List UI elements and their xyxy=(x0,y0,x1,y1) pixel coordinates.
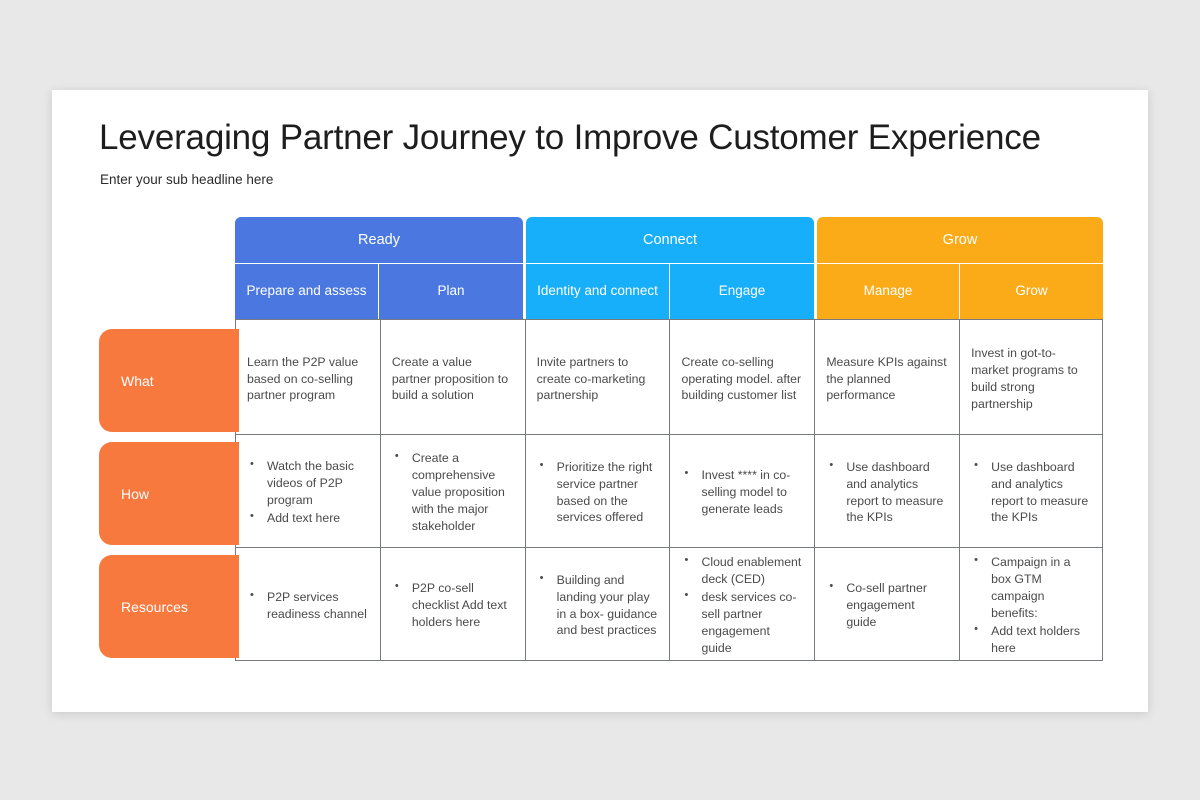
partner-journey-matrix: Ready Connect Grow Prepare and assess Pl… xyxy=(235,217,1103,667)
cell-bullet-item: Prioritize the right service partner bas… xyxy=(537,458,659,527)
page-subtitle: Enter your sub headline here xyxy=(100,172,274,187)
phase-header-grow[interactable]: Grow xyxy=(817,217,1103,263)
cell-paragraph: Invite partners to create co-marketing p… xyxy=(536,354,646,403)
stage-header-grow[interactable]: Grow xyxy=(960,263,1103,319)
cell-paragraph: Measure KPIs against the planned perform… xyxy=(826,354,947,403)
row-label-what-text: What xyxy=(121,372,154,389)
cell-content: Invite partners to create co-marketing p… xyxy=(537,334,659,424)
cell-content: Use dashboard and analytics report to me… xyxy=(971,449,1091,537)
matrix-body: Learn the P2P value based on co-selling … xyxy=(235,319,1103,661)
cell-bullet-list: Building and landing your play in a box-… xyxy=(537,571,659,641)
matrix-cell-how-plan[interactable]: Create a comprehensive value proposition… xyxy=(380,435,526,548)
matrix-cell-resources-identity-and-connect[interactable]: Building and landing your play in a box-… xyxy=(525,548,671,661)
cell-bullet-list: P2P services readiness channel xyxy=(247,588,369,624)
cell-content: Create a value partner proposition to bu… xyxy=(392,334,514,424)
matrix-cell-resources-prepare-and-assess[interactable]: P2P services readiness channel xyxy=(236,548,381,661)
cell-bullet-list: Cloud enablement deck (CED)desk services… xyxy=(681,553,803,658)
cell-paragraph: Create a value partner proposition to bu… xyxy=(391,354,509,403)
matrix-cell-how-engage[interactable]: Invest **** in co-selling model to gener… xyxy=(670,435,816,548)
cell-paragraph: Learn the P2P value based on co-selling … xyxy=(247,354,359,403)
row-label-resources-text: Resources xyxy=(121,598,188,615)
matrix-row-resources: P2P services readiness channel P2P co-sel… xyxy=(236,548,1103,661)
matrix-cell-what-identity-and-connect[interactable]: Invite partners to create co-marketing p… xyxy=(525,320,671,435)
stage-header-row: Prepare and assess Plan Identity and con… xyxy=(235,263,1103,319)
page-title: Leveraging Partner Journey to Improve Cu… xyxy=(99,118,1041,157)
matrix-cell-resources-manage[interactable]: Co-sell partner engagement guide xyxy=(815,548,961,661)
slide-card: Leveraging Partner Journey to Improve Cu… xyxy=(52,90,1148,712)
cell-content: Prioritize the right service partner bas… xyxy=(537,449,659,537)
cell-bullet-list: Create a comprehensive value proposition… xyxy=(392,449,514,536)
matrix-cell-what-grow[interactable]: Invest in got-to-market programs to buil… xyxy=(960,320,1103,435)
cell-content: Measure KPIs against the planned perform… xyxy=(826,334,948,424)
matrix-cell-what-engage[interactable]: Create co-selling operating model. after… xyxy=(670,320,816,435)
cell-bullet-item: Create a comprehensive value proposition… xyxy=(392,449,514,535)
cell-bullet-list: Use dashboard and analytics report to me… xyxy=(826,458,948,528)
matrix-row-how: Watch the basic videos of P2P programAdd… xyxy=(236,435,1103,548)
cell-content: Cloud enablement deck (CED)desk services… xyxy=(681,553,803,655)
phase-header-row: Ready Connect Grow xyxy=(235,217,1103,263)
cell-content: Watch the basic videos of P2P programAdd… xyxy=(247,449,369,537)
phase-header-ready[interactable]: Ready xyxy=(235,217,523,263)
cell-bullet-list: P2P co-sell checklist Add text holders h… xyxy=(392,579,514,632)
cell-content: Invest in got-to-market programs to buil… xyxy=(971,334,1091,424)
row-label-how-text: How xyxy=(121,485,150,502)
row-label-resources[interactable]: Resources xyxy=(99,555,239,658)
matrix-cell-how-grow[interactable]: Use dashboard and analytics report to me… xyxy=(960,435,1103,548)
row-label-what[interactable]: What xyxy=(99,329,239,432)
matrix-cell-resources-grow[interactable]: Campaign in a box GTM campaign benefits:… xyxy=(960,548,1103,661)
cell-bullet-item: Campaign in a box GTM campaign benefits: xyxy=(971,553,1091,622)
stage-header-manage[interactable]: Manage xyxy=(817,263,960,319)
matrix-cell-how-prepare-and-assess[interactable]: Watch the basic videos of P2P programAdd… xyxy=(236,435,381,548)
matrix-cell-resources-engage[interactable]: Cloud enablement deck (CED)desk services… xyxy=(670,548,816,661)
matrix-cell-how-manage[interactable]: Use dashboard and analytics report to me… xyxy=(815,435,961,548)
cell-bullet-item: Watch the basic videos of P2P program xyxy=(247,457,369,509)
cell-content: Co-sell partner engagement guide xyxy=(826,562,948,650)
stage-header-prepare-and-assess[interactable]: Prepare and assess xyxy=(235,263,379,319)
stage-header-plan[interactable]: Plan xyxy=(379,263,523,319)
cell-paragraph: Invest in got-to-market programs to buil… xyxy=(971,346,1078,411)
cell-content: P2P co-sell checklist Add text holders h… xyxy=(392,562,514,650)
cell-content: Create co-selling operating model. after… xyxy=(681,334,803,424)
cell-content: Invest **** in co-selling model to gener… xyxy=(681,449,803,537)
cell-bullet-item: Use dashboard and analytics report to me… xyxy=(971,458,1091,527)
cell-bullet-list: Campaign in a box GTM campaign benefits:… xyxy=(971,553,1091,658)
cell-paragraph: Create co-selling operating model. after… xyxy=(681,354,802,403)
cell-content: Use dashboard and analytics report to me… xyxy=(826,449,948,537)
matrix-row-what: Learn the P2P value based on co-selling … xyxy=(236,320,1103,435)
cell-bullet-list: Watch the basic videos of P2P programAdd… xyxy=(247,457,369,528)
cell-bullet-list: Co-sell partner engagement guide xyxy=(826,579,948,632)
matrix-cell-what-prepare-and-assess[interactable]: Learn the P2P value based on co-selling … xyxy=(236,320,381,435)
matrix-cell-resources-plan[interactable]: P2P co-sell checklist Add text holders h… xyxy=(380,548,526,661)
cell-bullet-item: Building and landing your play in a box-… xyxy=(537,571,659,640)
cell-bullet-list: Invest **** in co-selling model to gener… xyxy=(681,466,803,519)
stage-header-engage[interactable]: Engage xyxy=(670,263,814,319)
matrix-cell-what-manage[interactable]: Measure KPIs against the planned perform… xyxy=(815,320,961,435)
row-label-how[interactable]: How xyxy=(99,442,239,545)
cell-bullet-item: Co-sell partner engagement guide xyxy=(826,579,948,631)
matrix-cell-how-identity-and-connect[interactable]: Prioritize the right service partner bas… xyxy=(525,435,671,548)
cell-bullet-item: Use dashboard and analytics report to me… xyxy=(826,458,948,527)
cell-bullet-item: Add text holders here xyxy=(971,622,1091,657)
cell-content: Campaign in a box GTM campaign benefits:… xyxy=(971,553,1091,655)
cell-bullet-item: desk services co-sell partner engagement… xyxy=(681,588,803,657)
cell-content: P2P services readiness channel xyxy=(247,562,369,650)
cell-bullet-item: Add text here xyxy=(247,509,369,527)
cell-content: Learn the P2P value based on co-selling … xyxy=(247,334,369,424)
cell-content: Create a comprehensive value proposition… xyxy=(392,449,514,537)
cell-bullet-list: Prioritize the right service partner bas… xyxy=(537,458,659,528)
cell-content: Building and landing your play in a box-… xyxy=(537,562,659,650)
cell-bullet-item: P2P services readiness channel xyxy=(247,588,369,623)
cell-bullet-item: Cloud enablement deck (CED) xyxy=(681,553,803,588)
matrix-cell-what-plan[interactable]: Create a value partner proposition to bu… xyxy=(380,320,526,435)
cell-bullet-item: Invest **** in co-selling model to gener… xyxy=(681,466,803,518)
stage-header-identity-and-connect[interactable]: Identity and connect xyxy=(526,263,670,319)
phase-header-connect[interactable]: Connect xyxy=(526,217,814,263)
cell-bullet-item: P2P co-sell checklist Add text holders h… xyxy=(392,579,514,631)
cell-bullet-list: Use dashboard and analytics report to me… xyxy=(971,458,1091,528)
